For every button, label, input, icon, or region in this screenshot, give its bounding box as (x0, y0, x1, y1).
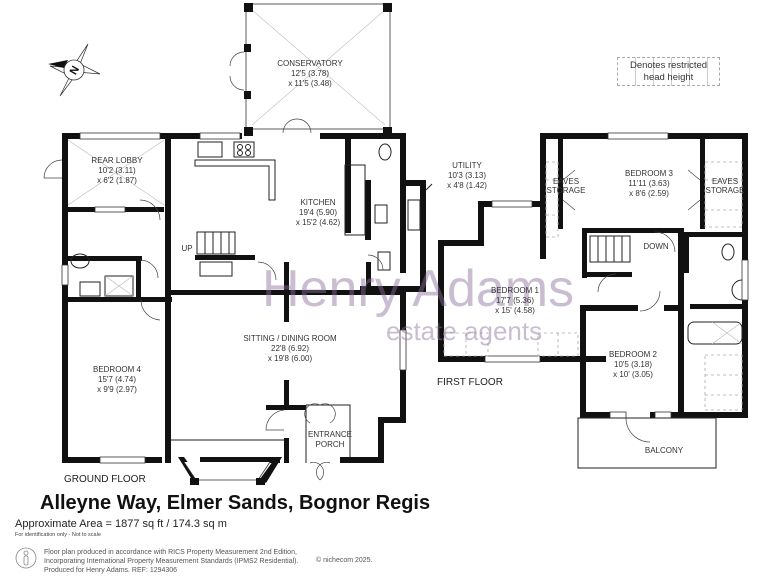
svg-text:22'8 (6.92): 22'8 (6.92) (271, 344, 309, 353)
north-compass-icon: N (48, 43, 101, 97)
first-floor-stairs (589, 235, 631, 263)
conservatory (229, 3, 392, 136)
legend-line-2: head height (643, 72, 694, 83)
svg-text:REAR LOBBY: REAR LOBBY (91, 156, 143, 165)
svg-text:x 6'2 (1.87): x 6'2 (1.87) (97, 176, 137, 185)
svg-text:10'3 (3.13): 10'3 (3.13) (448, 171, 486, 180)
legend-line-1: Denotes restricted (629, 60, 708, 71)
first-floor-plan (438, 132, 749, 469)
room-label-bedroom-2: BEDROOM 2 10'5 (3.18) x 10' (3.05) (609, 350, 658, 379)
room-label-kitchen: KITCHEN 19'4 (5.90) x 15'2 (4.62) (296, 198, 341, 227)
svg-text:EAVES: EAVES (553, 177, 579, 186)
svg-text:ENTRANCE: ENTRANCE (308, 430, 352, 439)
room-label-bedroom-3: BEDROOM 3 11'11 (3.63) x 8'6 (2.59) (625, 169, 674, 198)
person-info-icon (15, 547, 37, 569)
room-label-conservatory: CONSERVATORY 12'5 (3.78) x 11'5 (3.48) (277, 59, 343, 88)
room-label-balcony: BALCONY (645, 446, 684, 455)
svg-text:12'5 (3.78): 12'5 (3.78) (291, 69, 329, 78)
svg-text:x 4'8 (1.42): x 4'8 (1.42) (447, 181, 487, 190)
svg-text:BEDROOM 1: BEDROOM 1 (491, 286, 540, 295)
svg-text:BEDROOM 2: BEDROOM 2 (609, 350, 658, 359)
svg-text:10'2 (3.11): 10'2 (3.11) (98, 166, 136, 175)
svg-text:15'7 (4.74): 15'7 (4.74) (98, 375, 136, 384)
watermark: Henry Adams estate agents (262, 260, 574, 346)
disclaimer-line-3: Produced for Henry Adams. REF: 1294306 (44, 567, 178, 574)
svg-text:x 15'2 (4.62): x 15'2 (4.62) (296, 218, 341, 227)
svg-text:SITTING / DINING ROOM: SITTING / DINING ROOM (243, 334, 337, 343)
rics-disclaimer: Floor plan produced in accordance with R… (44, 548, 298, 575)
disclaimer-line-1: Floor plan produced in accordance with R… (44, 549, 297, 556)
approximate-area: Approximate Area = 1877 sq ft / 174.3 sq… (15, 518, 227, 530)
room-label-rear-lobby: REAR LOBBY 10'2 (3.11) x 6'2 (1.87) (91, 156, 143, 185)
svg-text:KITCHEN: KITCHEN (300, 198, 335, 207)
copyright-nichecom: © nichecom 2025. (316, 557, 373, 564)
ground-floor-plan (43, 3, 426, 485)
first-floor-label: FIRST FLOOR (437, 377, 503, 388)
svg-text:x 11'5 (3.48): x 11'5 (3.48) (288, 79, 332, 88)
svg-text:CONSERVATORY: CONSERVATORY (277, 59, 343, 68)
stairs-down-label: DOWN (643, 242, 669, 251)
svg-text:x 15' (4.58): x 15' (4.58) (495, 306, 535, 315)
svg-text:UTILITY: UTILITY (452, 161, 482, 170)
room-label-utility: UTILITY 10'3 (3.13) x 4'8 (1.42) (425, 161, 487, 191)
room-label-entrance-porch: ENTRANCE PORCH (308, 430, 352, 449)
svg-text:17'7 (5.36): 17'7 (5.36) (496, 296, 534, 305)
svg-text:EAVES: EAVES (712, 177, 738, 186)
restricted-head-height-legend: Denotes restricted head height (617, 57, 720, 86)
svg-text:19'4 (5.90): 19'4 (5.90) (299, 208, 337, 217)
ground-stairs (196, 231, 236, 277)
svg-text:x 9'9 (2.97): x 9'9 (2.97) (97, 385, 137, 394)
room-label-eaves-storage-left: EAVES STORAGE (547, 177, 586, 195)
svg-text:BEDROOM 3: BEDROOM 3 (625, 169, 674, 178)
svg-text:STORAGE: STORAGE (547, 186, 586, 195)
svg-text:Henry Adams: Henry Adams (262, 260, 574, 318)
svg-text:BEDROOM 4: BEDROOM 4 (93, 365, 142, 374)
stairs-up-label: UP (181, 244, 192, 253)
svg-text:11'11 (3.63): 11'11 (3.63) (628, 179, 670, 188)
property-title: Alleyne Way, Elmer Sands, Bognor Regis (40, 492, 431, 514)
ground-floor-label: GROUND FLOOR (64, 474, 146, 485)
disclaimer-line-2: Incorporating International Property Mea… (44, 558, 299, 565)
svg-text:10'5 (3.18): 10'5 (3.18) (614, 360, 652, 369)
svg-text:x 10' (3.05): x 10' (3.05) (613, 370, 653, 379)
svg-text:PORCH: PORCH (316, 440, 345, 449)
svg-text:x 8'6 (2.59): x 8'6 (2.59) (629, 189, 669, 198)
room-label-sitting-dining: SITTING / DINING ROOM 22'8 (6.92) x 19'8… (243, 334, 337, 363)
room-label-bedroom-1: BEDROOM 1 17'7 (5.36) x 15' (4.58) (491, 286, 540, 315)
room-label-bedroom-4: BEDROOM 4 15'7 (4.74) x 9'9 (2.97) (93, 365, 142, 394)
identification-note: For identification only - Not to scale (15, 532, 101, 538)
svg-text:STORAGE: STORAGE (706, 186, 745, 195)
room-label-eaves-storage-right: EAVES STORAGE (706, 177, 745, 195)
svg-text:estate agents: estate agents (386, 316, 542, 346)
svg-text:x 19'8 (6.00): x 19'8 (6.00) (268, 354, 313, 363)
